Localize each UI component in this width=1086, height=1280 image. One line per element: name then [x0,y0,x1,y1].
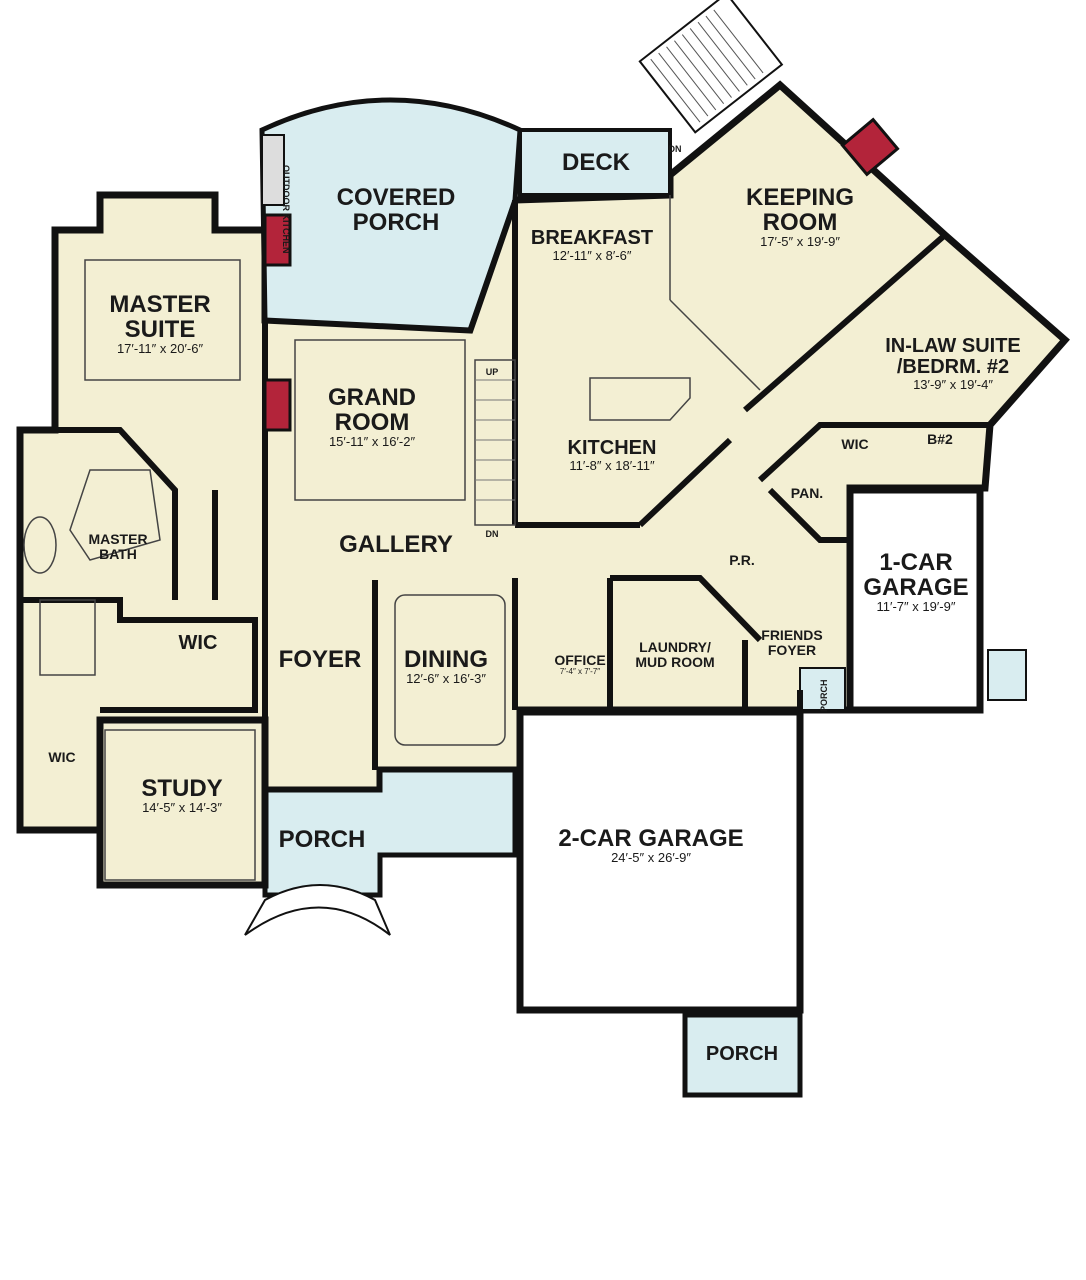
room-front-porch: PORCH [278,826,366,853]
fireplace-icon [840,117,900,177]
room-gallery: GALLERY [339,531,453,558]
room-covered-porch: COVERED PORCH [336,184,456,237]
room-foyer: FOYER [278,646,362,673]
room-laundry-mud: LAUNDRY/ MUD ROOM [635,639,715,670]
room-side-porch: PORCH [819,679,829,712]
stairs-down-label: DN [485,529,499,539]
study-area [96,716,269,889]
deck-stairs-down: DN [668,144,682,154]
front-steps [244,884,391,936]
outdoor-kitchen-counter [261,134,285,206]
room-inlaw-wic: WIC [841,436,869,452]
room-friends-foyer: FRIENDS FOYER [761,627,823,658]
garage-porch-area [682,1012,803,1098]
exterior-stairs [638,0,784,134]
one-car-garage-area [846,486,984,714]
room-left-wic: WIC [48,749,76,765]
deck-area [518,128,672,197]
room-powder-room: P.R. [729,552,755,568]
stairs-up-label: UP [485,367,499,377]
fireplace-icon [263,213,292,267]
room-master-bath: MASTER BATH [88,531,148,562]
stair-treads [475,379,515,501]
room-garage-porch: PORCH [705,1043,779,1065]
fixtures [23,195,761,881]
room-deck: DECK [561,149,631,176]
room-outdoor-kitchen: OUTDOOR KITCHEN [281,165,291,254]
room-master-wic: WIC [178,632,218,654]
fireplace-icon [263,378,292,432]
room-bath-2: B#2 [927,431,953,447]
room-pantry: PAN. [790,485,824,501]
side-porch-area [799,667,846,711]
garage-side-stoop [987,649,1027,701]
